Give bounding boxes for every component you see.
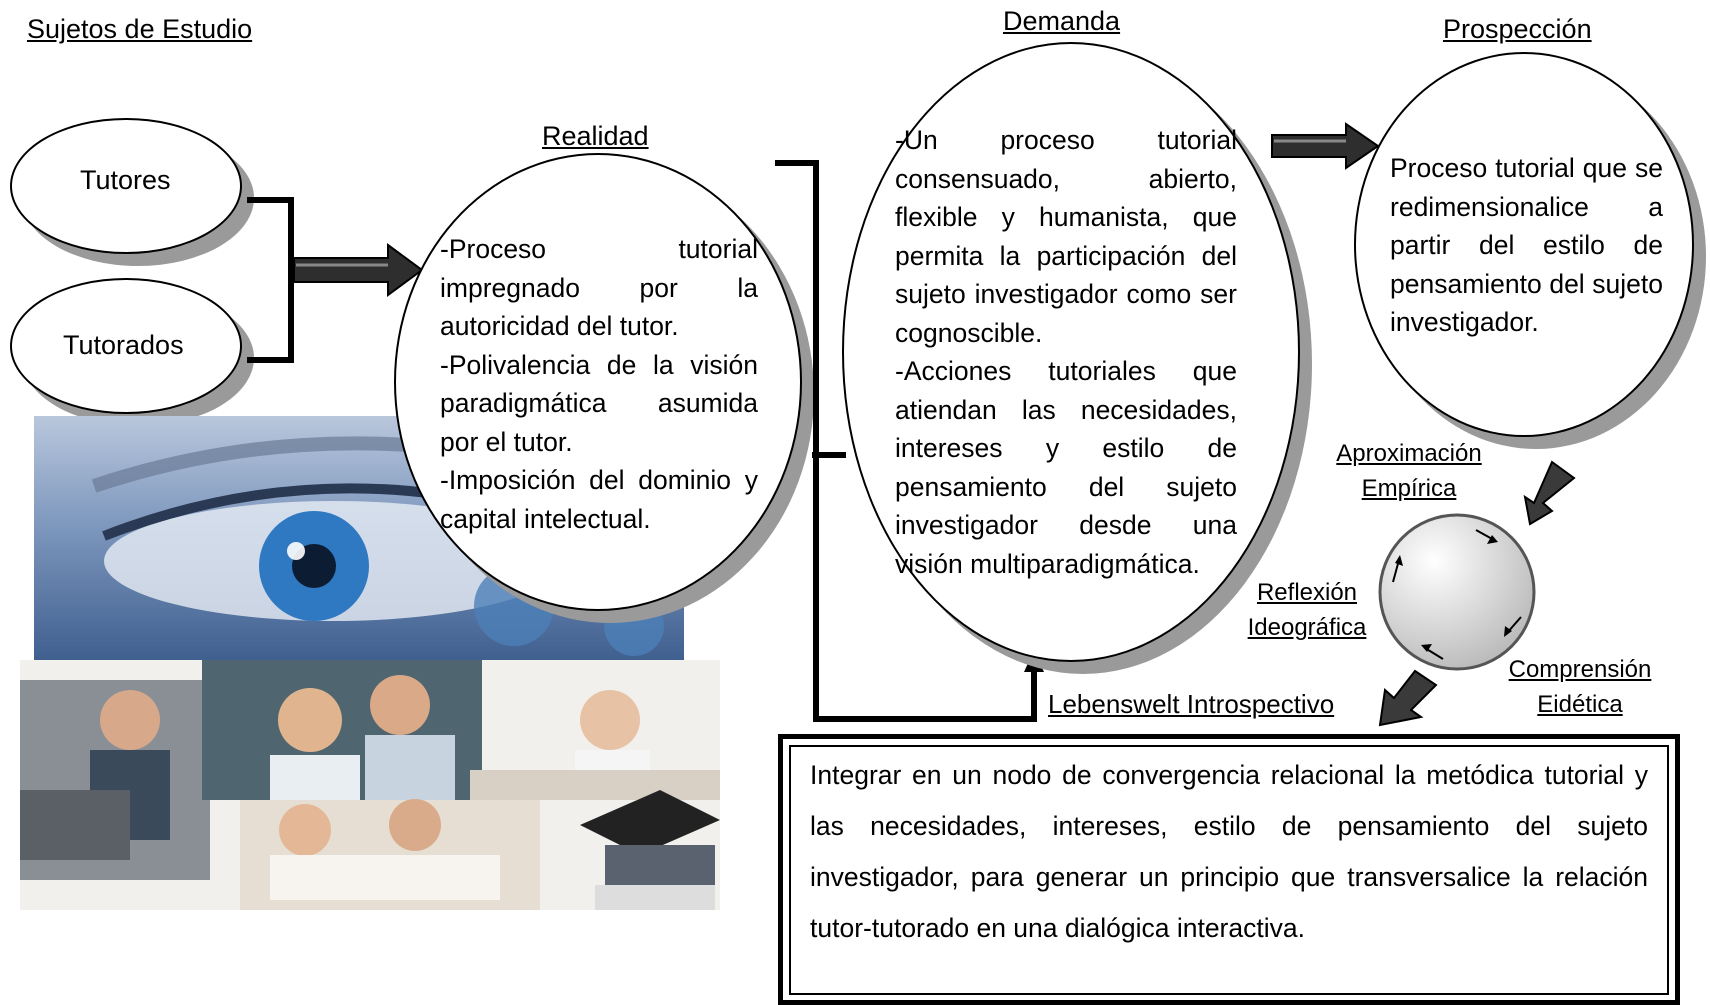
conclusion-box (778, 734, 1680, 1005)
conclusion-text: Integrar en un nodo de convergencia rela… (810, 760, 1648, 943)
tutores-oval (10, 118, 242, 254)
realidad-text-line-3: -Imposición del dominio y capital intele… (440, 465, 758, 534)
students-image (20, 660, 720, 910)
realidad-text-line-1: -Proceso tutorial impregnado por la auto… (440, 234, 758, 341)
realidad-text-line-2: -Polivalencia de la visión paradigmática… (440, 349, 758, 457)
label-sujetos-de-estudio: Sujetos de Estudio (27, 14, 253, 44)
label-demanda: Demanda (1003, 6, 1121, 36)
label-lebenswelt-introspectivo: Lebenswelt Introspectivo (1048, 689, 1335, 719)
reflexion-line-2: Ideográfica (1247, 614, 1367, 641)
prospeccion-oval (1354, 52, 1694, 437)
conclusion-box-inner-border (789, 745, 1669, 995)
tutorados-label: Tutorados (63, 330, 184, 360)
prospeccion-text: Proceso tutorial que se redimensionalice… (1390, 153, 1663, 337)
demanda-text-line-1: -Un proceso tutorial consensuado, abiert… (895, 125, 1237, 348)
label-reflexion-ideografica: Reflexión Ideográfica (1237, 575, 1377, 645)
comprension-line-1: Comprensión (1508, 656, 1652, 683)
demanda-text-line-2: -Acciones tutoriales que atiendan las ne… (895, 356, 1237, 579)
reflexion-line-1: Reflexión (1256, 579, 1358, 606)
comprension-line-2: Eidética (1537, 691, 1623, 718)
demanda-oval (842, 42, 1300, 662)
tutores-label: Tutores (80, 165, 171, 195)
label-aproximacion-empirica: Aproximación Empírica (1329, 436, 1489, 506)
label-prospeccion: Prospección (1443, 14, 1592, 44)
label-realidad: Realidad (542, 121, 649, 151)
demanda-text: -Un proceso tutorial consensuado, abiert… (895, 121, 1237, 583)
aproximacion-line-2: Empírica (1361, 475, 1457, 502)
realidad-text: -Proceso tutorial impregnado por la auto… (440, 230, 758, 538)
tutorados-oval (10, 278, 242, 414)
label-comprension-eidetica: Comprensión Eidética (1500, 652, 1660, 722)
realidad-oval (394, 153, 802, 611)
aproximacion-line-1: Aproximación (1336, 440, 1482, 467)
